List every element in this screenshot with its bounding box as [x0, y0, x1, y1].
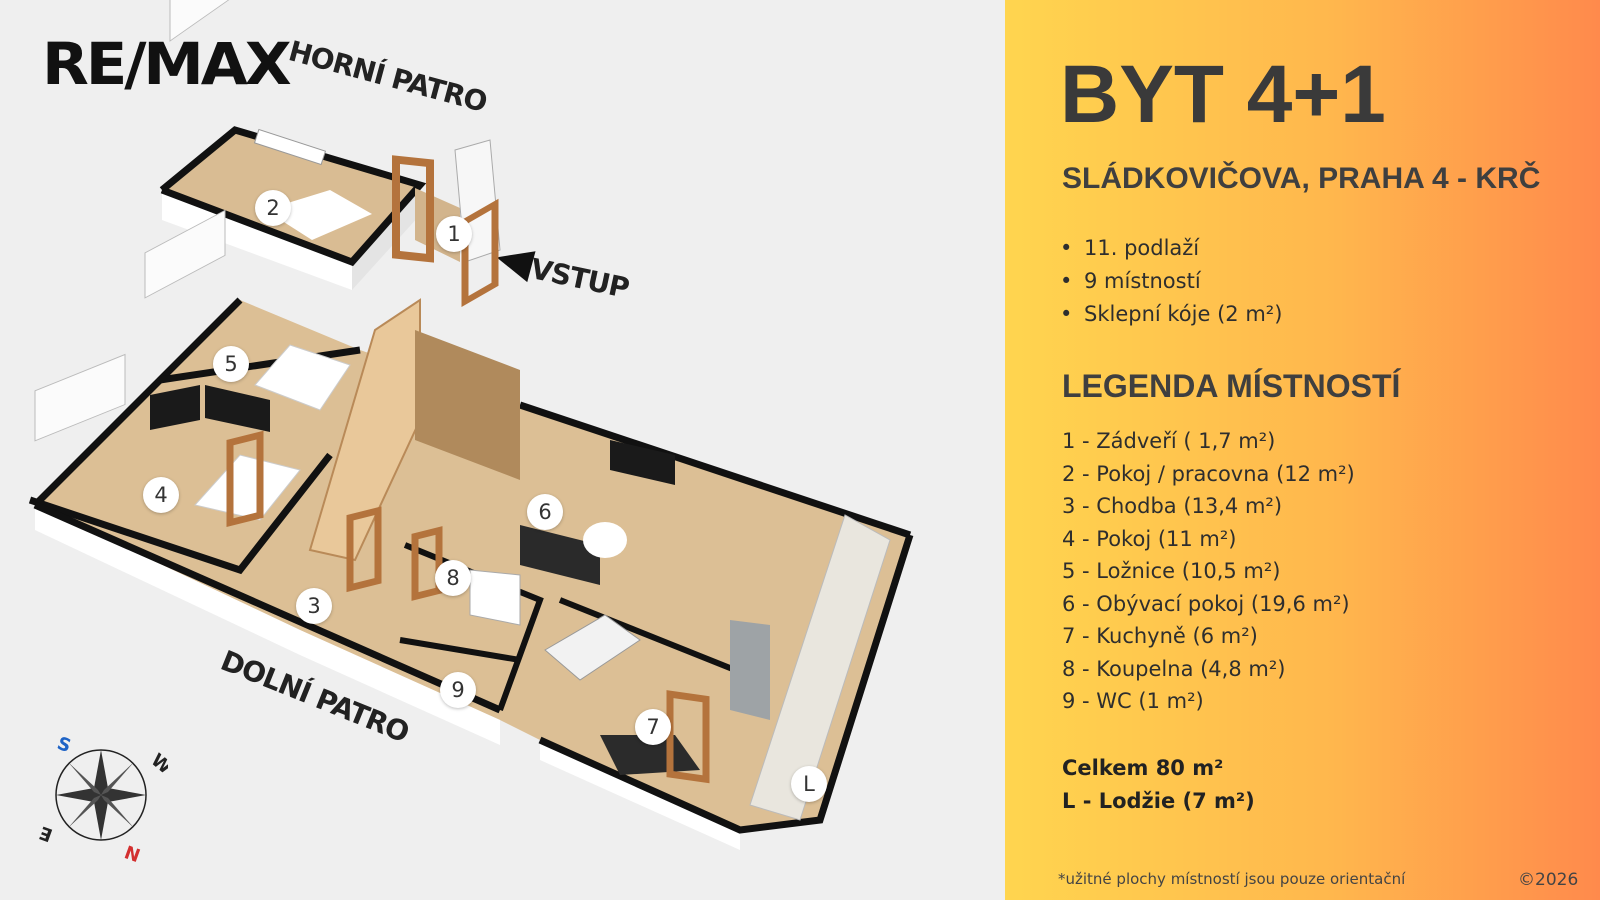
- legend-item: 6 - Obývací pokoj (19,6 m²): [1062, 591, 1350, 616]
- room-badge-3: 3: [296, 588, 332, 624]
- room-badge-6: 6: [527, 494, 563, 530]
- room-badge-4: 4: [143, 477, 179, 513]
- room-badge-2: 2: [255, 190, 291, 226]
- legend-item: 9 - WC (1 m²): [1062, 689, 1204, 713]
- legend-item: 2 - Pokoj / pracovna (12 m²): [1062, 461, 1355, 486]
- legend-item: 1 - Zádveří ( 1,7 m²): [1062, 429, 1276, 453]
- compass-letter-w: W: [147, 750, 168, 779]
- compass-letter-e: E: [38, 822, 55, 846]
- compass-letter-s: S: [54, 733, 73, 757]
- room-badge-1: 1: [436, 216, 472, 252]
- area-disclaimer: *užitné plochy místností jsou pouze orie…: [1058, 870, 1406, 888]
- legend-title: LEGENDA MÍSTNOSTÍ: [1062, 368, 1401, 404]
- total-area: Celkem 80 m²: [1062, 756, 1224, 780]
- fact-item: 11. podlaží: [1060, 232, 1282, 265]
- loggia-area: L - Lodžie (7 m²): [1062, 789, 1255, 813]
- legend-item: 4 - Pokoj (11 m²): [1062, 526, 1237, 551]
- legend-item: 8 - Koupelna (4,8 m²): [1062, 656, 1286, 681]
- area-totals: Celkem 80 m² L - Lodžie (7 m²): [1062, 752, 1255, 818]
- fact-item: 9 místností: [1060, 265, 1282, 298]
- legend-item: 5 - Ložnice (10,5 m²): [1062, 559, 1281, 583]
- room-badge-7: 7: [635, 709, 671, 745]
- compass-letter-n: N: [122, 840, 143, 865]
- lower-floor-plan: [28, 198, 914, 850]
- legend-item: 7 - Kuchyně (6 m²): [1062, 624, 1258, 648]
- upper-floor-plan: [159, 0, 501, 290]
- room-badge-5: 5: [213, 346, 249, 382]
- legend-item: 3 - Chodba (13,4 m²): [1062, 494, 1283, 518]
- property-facts: 11. podlaží 9 místností Sklepní kóje (2 …: [1060, 232, 1282, 331]
- fact-item: Sklepní kóje (2 m²): [1060, 298, 1282, 331]
- copyright: ©2026: [1518, 870, 1579, 890]
- floor-plan-illustration: [28, 0, 914, 850]
- room-badge-loggia: L: [791, 766, 827, 802]
- property-address: SLÁDKOVIČOVA, PRAHA 4 - KRČ: [1062, 162, 1541, 195]
- compass-rose-icon: S W E N: [38, 733, 168, 865]
- room-legend: 1 - Zádveří ( 1,7 m²) 2 - Pokoj / pracov…: [1062, 425, 1355, 718]
- remax-logo: RE/MAX: [42, 30, 292, 98]
- room-badge-9: 9: [440, 672, 476, 708]
- floor-plan-panel: RE/MAX HORNÍ PATRO DOLNÍ PATRO VSTUP: [28, 0, 914, 866]
- room-badge-8: 8: [435, 560, 471, 596]
- info-panel: [1005, 0, 1600, 900]
- property-title: BYT 4+1: [1060, 49, 1386, 140]
